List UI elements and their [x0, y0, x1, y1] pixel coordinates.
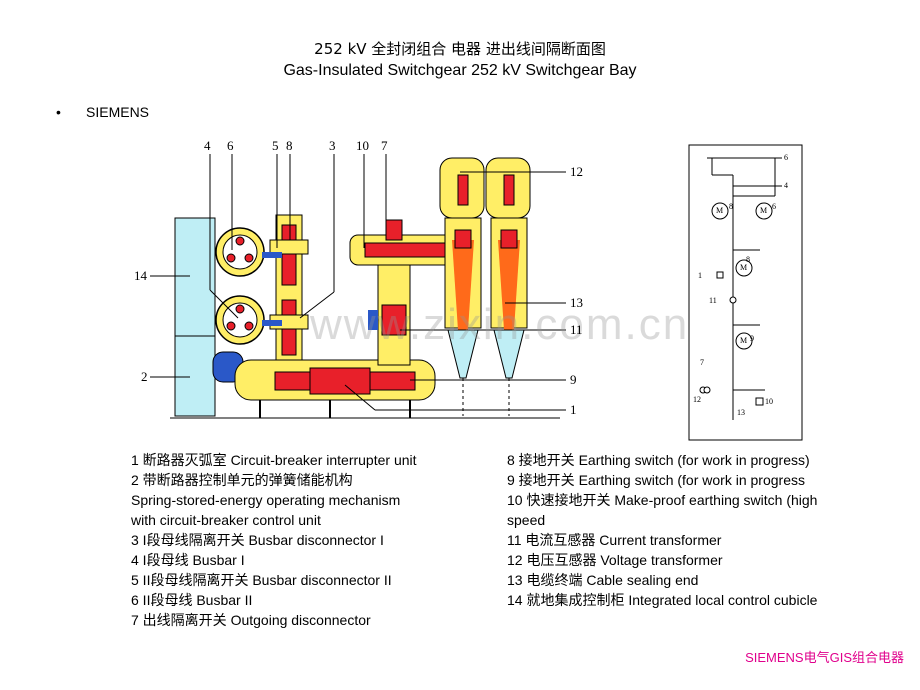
bullet-dot: • [56, 104, 61, 120]
breaker-icon [716, 271, 724, 279]
schem-label-8: 8 [729, 202, 733, 211]
busbar-i-conductor [235, 304, 245, 314]
legend-item: 14 就地集成控制柜 Integrated local control cubi… [507, 592, 818, 608]
schem-label-6b: 6 [772, 202, 776, 211]
flange [269, 239, 309, 255]
callout-7: 7 [381, 138, 388, 153]
leader-lines [150, 154, 566, 411]
footer-brand: SIEMENS电气GIS组合电器 [745, 650, 904, 665]
legend-item: 11 电流互感器 Current transformer [507, 532, 722, 548]
schem-label-13: 13 [737, 408, 745, 417]
callout-14: 14 [134, 268, 147, 283]
callout-1: 1 [570, 402, 577, 417]
motor-label: M [740, 336, 748, 345]
cable-sealing-end [452, 240, 474, 330]
outgoing-top [385, 219, 403, 241]
schem-label-7: 7 [700, 358, 704, 367]
legend-item: 12 电压互感器 Voltage transformer [507, 552, 723, 568]
schem-label-6: 6 [784, 153, 788, 162]
legend-item: 9 接地开关 Earthing switch (for work in prog… [507, 472, 805, 488]
callout-8: 8 [286, 138, 293, 153]
cable-connection [500, 229, 518, 249]
motor-icon [735, 259, 753, 277]
vt-core [457, 174, 469, 206]
busbar-ii-conductor [226, 253, 236, 263]
schem-label-1: 1 [698, 271, 702, 280]
operating-mechanism [174, 335, 216, 417]
busbar-disconnector-ii [281, 224, 297, 286]
earthing-icon [755, 397, 764, 406]
callout-3: 3 [329, 138, 336, 153]
legend-item: 1 断路器灭弧室 Circuit-breaker interrupter uni… [131, 452, 417, 468]
legend-item: 10 快速接地开关 Make-proof earthing switch (hi… [507, 492, 818, 508]
legend-item: 3 I段母线隔离开关 Busbar disconnector I [131, 532, 384, 548]
bullet-item: • SIEMENS [56, 104, 149, 120]
legend-item: 4 I段母线 Busbar I [131, 552, 245, 568]
title-chinese: 252 kV 全封闭组合 电器 进出线间隔断面图 [314, 40, 606, 58]
insulator [262, 320, 282, 326]
single-line-wires [707, 157, 782, 420]
schem-label-8b: 8 [746, 255, 750, 264]
vt-core [503, 174, 515, 206]
schem-label-10: 10 [765, 397, 773, 406]
motor-icon [711, 202, 729, 220]
insulator [262, 252, 282, 258]
callout-12: 12 [570, 164, 583, 179]
cable-connection [454, 229, 472, 249]
legend-item: speed [507, 512, 546, 528]
legend-item: 6 II段母线 Busbar II [131, 592, 253, 608]
callout-9: 9 [570, 372, 577, 387]
outgoing-disconnector [364, 242, 446, 258]
schem-label-11: 11 [709, 296, 717, 305]
vt-icon [703, 386, 711, 394]
cable-sealing-end [498, 240, 520, 330]
interrupter-chamber [309, 367, 371, 395]
ct-icon [729, 296, 737, 304]
control-cubicle [174, 217, 216, 337]
legend-item: 2 带断路器控制单元的弹簧储能机构 [131, 472, 353, 488]
legend-item: with circuit-breaker control unit [131, 512, 321, 528]
busbar-ii-conductor [244, 253, 254, 263]
callout-4: 4 [204, 138, 211, 153]
callout-10: 10 [356, 138, 369, 153]
busbar-i-conductor [226, 321, 236, 331]
busbar-i-conductor [244, 321, 254, 331]
motor-label: M [716, 206, 724, 215]
callout-6: 6 [227, 138, 234, 153]
watermark: www.zixin.com.cn [310, 300, 690, 349]
bullet-text: SIEMENS [86, 104, 150, 120]
motor-icon [735, 332, 753, 350]
legend-item: Spring-stored-energy operating mechanism [131, 492, 401, 508]
schem-label-12: 12 [693, 395, 701, 404]
legend-left: 1 断路器灭弧室 Circuit-breaker interrupter uni… [131, 450, 417, 630]
callout-5: 5 [272, 138, 279, 153]
legend-item: 7 出线隔离开关 Outgoing disconnector [131, 612, 371, 628]
schem-label-4: 4 [784, 181, 788, 190]
legend-item: 13 电缆终端 Cable sealing end [507, 572, 699, 588]
earthing-switch-drive [368, 310, 378, 330]
motor-label: M [740, 263, 748, 272]
callout-11: 11 [570, 322, 583, 337]
legend-right: 8 接地开关 Earthing switch (for work in prog… [507, 450, 817, 610]
motor-icon [755, 202, 773, 220]
schem-label-9: 9 [750, 334, 754, 343]
busbar-ii-conductor [235, 236, 245, 246]
legend-item: 8 接地开关 Earthing switch (for work in prog… [507, 452, 810, 468]
motor-label: M [760, 206, 768, 215]
title-english: Gas-Insulated Switchgear 252 kV Switchge… [283, 62, 637, 79]
callout-2: 2 [141, 369, 148, 384]
callout-13: 13 [570, 295, 583, 310]
legend-item: 5 II段母线隔离开关 Busbar disconnector II [131, 572, 392, 588]
